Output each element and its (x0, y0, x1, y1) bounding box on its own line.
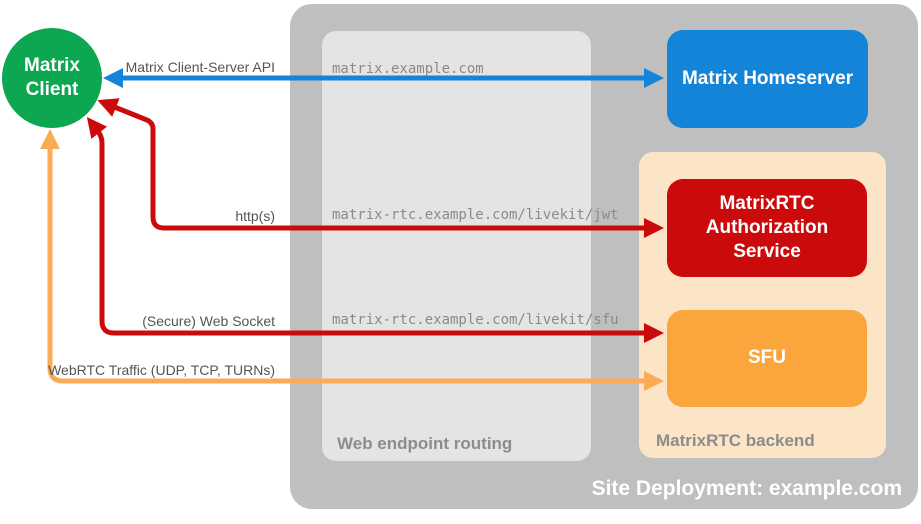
webrtc-edge-label: WebRTC Traffic (UDP, TCP, TURNs) (48, 362, 275, 378)
matrix-homeserver-label: Matrix Homeserver (681, 67, 854, 89)
web-endpoint-routing-caption: Web endpoint routing (337, 434, 513, 453)
matrix-client-label: Matrix Client (24, 54, 80, 100)
web-endpoint-routing-container (322, 31, 591, 461)
matrix-client-node: Matrix Client (2, 28, 102, 128)
sfu-label: SFU (748, 347, 786, 369)
matrix-homeserver-node: Matrix Homeserver (667, 30, 868, 128)
http-edge-label: http(s) (235, 208, 275, 224)
endpoint-matrix-domain: matrix.example.com (332, 61, 484, 77)
matrixrtc-backend-caption: MatrixRTC backend (656, 431, 815, 450)
matrixrtc-auth-service-label: MatrixRTC Authorization Service (705, 192, 829, 263)
client-server-api-edge-label: Matrix Client-Server API (125, 59, 275, 75)
endpoint-livekit-jwt: matrix-rtc.example.com/livekit/jwt (332, 207, 619, 223)
site-deployment-title: Site Deployment: example.com (591, 477, 902, 500)
endpoint-livekit-sfu: matrix-rtc.example.com/livekit/sfu (332, 312, 619, 328)
sfu-node: SFU (667, 310, 867, 407)
matrixrtc-auth-service-node: MatrixRTC Authorization Service (667, 179, 867, 277)
websocket-edge-label: (Secure) Web Socket (142, 313, 275, 329)
